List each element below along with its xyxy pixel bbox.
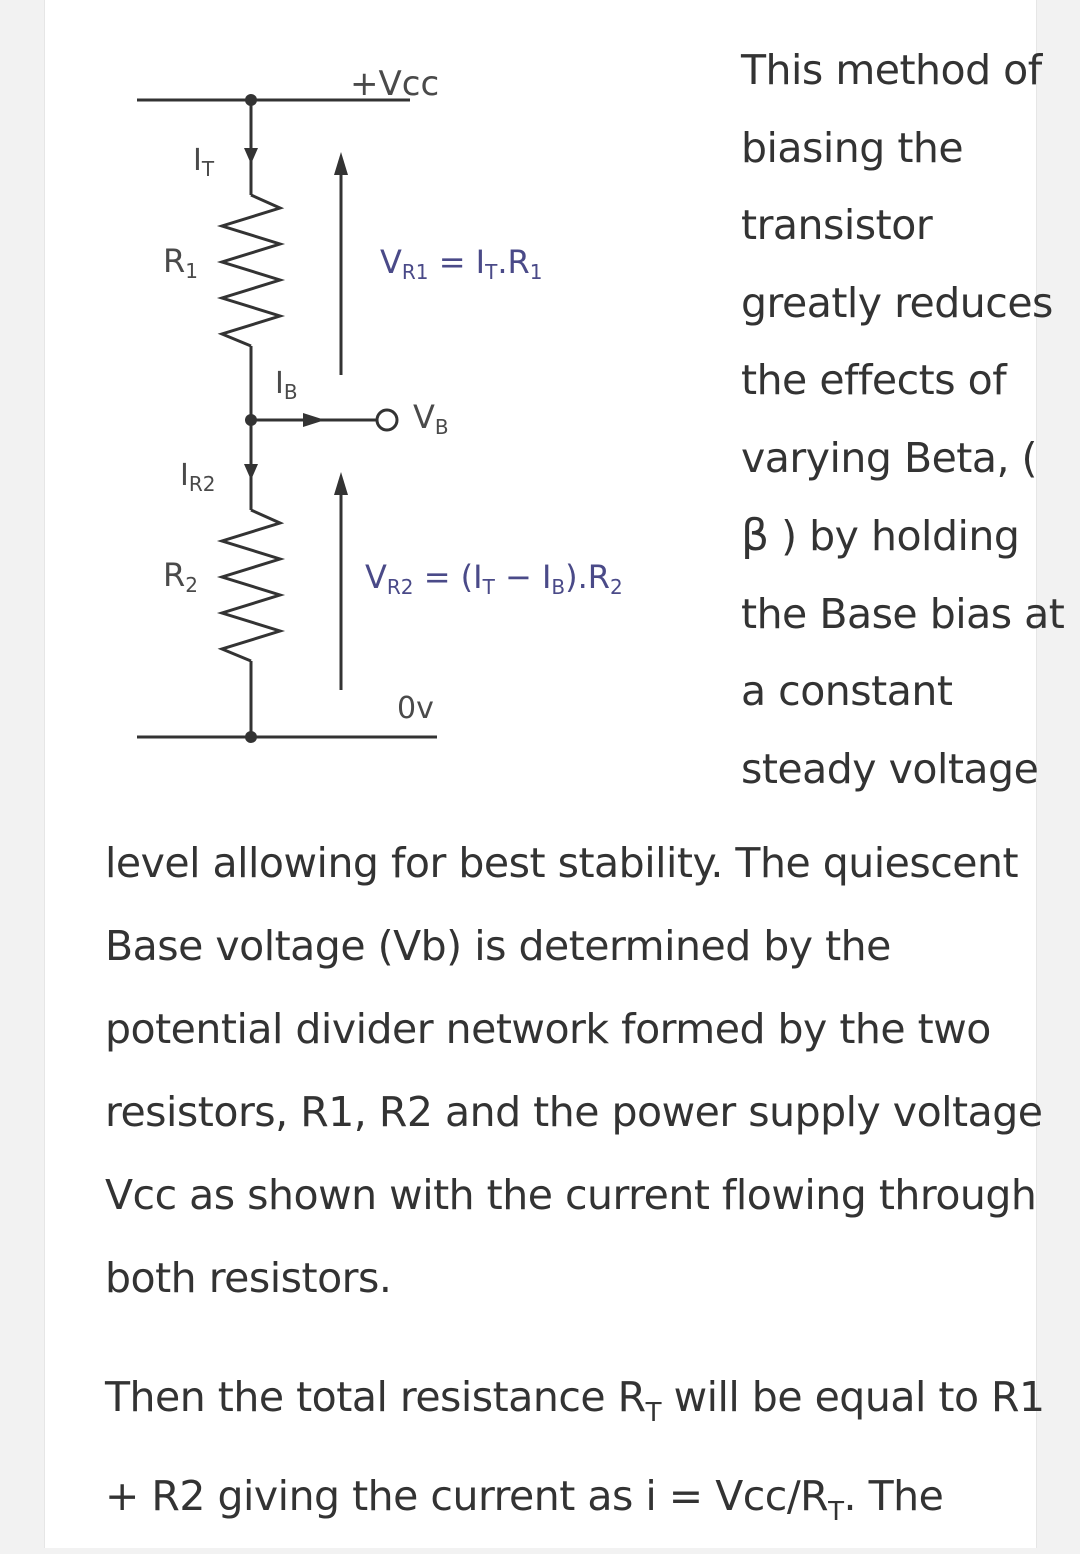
vr2-formula: VR2 = (IT − IB).R2 [365, 558, 623, 599]
side-paragraph: This method of biasing the transistor gr… [741, 32, 1076, 808]
paragraph-2-sub2: T [828, 1497, 844, 1527]
paragraph-2-part3: . The [843, 1472, 944, 1520]
vr1-arrow-head [334, 152, 348, 175]
r1-resistor [216, 193, 286, 348]
vr1-formula: VR1 = IT.R1 [380, 243, 542, 284]
article-page: +Vcc IT R1 VR1 = IT.R1 IB VB IR2 [44, 0, 1065, 1548]
paragraph-2-part1: Then the total resistance R [105, 1373, 646, 1421]
ir2-label: IR2 [180, 458, 215, 496]
paragraph-1: level allowing for best stability. The q… [105, 839, 1043, 1302]
r1-label: R1 [163, 242, 198, 283]
beta-symbol: β [741, 510, 769, 561]
paragraph-2: Then the total resistance RT will be equ… [105, 1356, 1065, 1554]
paragraph-2-sub1: T [645, 1398, 662, 1428]
voltage-divider-diagram: +Vcc IT R1 VR1 = IT.R1 IB VB IR2 [125, 30, 705, 770]
ib-label: IB [275, 366, 298, 404]
r2-resistor [216, 508, 286, 663]
r2-label: R2 [163, 556, 198, 597]
ir2-arrow [244, 464, 258, 480]
it-arrow [244, 148, 258, 164]
side-text-end: ) by holding the Base bias at a constant… [741, 512, 1065, 793]
side-text-start: This method of biasing the transistor gr… [741, 46, 1053, 482]
vb-label: VB [413, 398, 449, 439]
vr2-arrow-head [334, 472, 348, 495]
it-label: IT [193, 143, 215, 181]
bottom-node [245, 731, 257, 743]
zero-volt-label: 0v [397, 691, 434, 726]
paragraph-2-part2: will be equal to R1 + R2 giving the curr… [105, 1373, 1045, 1520]
ib-arrow [303, 413, 325, 427]
vcc-label: +Vcc [350, 64, 439, 104]
vb-terminal [375, 408, 399, 432]
circuit-svg: +Vcc IT R1 VR1 = IT.R1 IB VB IR2 [137, 64, 623, 743]
